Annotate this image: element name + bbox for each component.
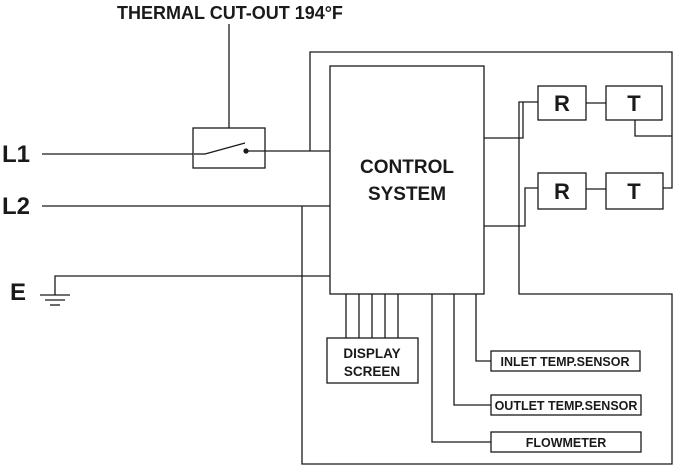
upper-thermostat-label: T xyxy=(627,91,641,116)
thermal-cutout-switch xyxy=(192,127,266,169)
upper-relay-box xyxy=(537,85,587,121)
display-screen-label-line1: DISPLAY xyxy=(343,346,400,361)
outlet-sensor-wire xyxy=(453,294,491,406)
display-bus-wires xyxy=(345,294,399,338)
outlet-temp-sensor-label: OUTLET TEMP.SENSOR xyxy=(495,399,638,413)
control-system-label-line1: CONTROL xyxy=(360,157,454,178)
upper-thermostat-box xyxy=(605,85,663,121)
control-to-upper-relay-wire xyxy=(484,102,524,139)
outer-bottom-loop-wire xyxy=(301,101,673,465)
lower-relay-box xyxy=(537,172,587,210)
lower-thermostat-box xyxy=(605,172,664,210)
outlet-temp-sensor-box xyxy=(490,394,642,416)
inlet-temp-sensor-label: INLET TEMP.SENSOR xyxy=(501,355,630,369)
thermal-cutout-label: THERMAL CUT-OUT 194°F xyxy=(117,3,343,23)
upper-thermostat-wire xyxy=(634,120,672,137)
flowmeter-wire xyxy=(431,294,491,443)
display-screen-label-line2: SCREEN xyxy=(344,364,400,379)
lower-thermostat-label: T xyxy=(627,179,641,204)
inlet-temp-sensor-box xyxy=(490,350,641,372)
control-system-label-line2: SYSTEM xyxy=(368,184,446,205)
earth-ground-icon xyxy=(40,275,330,306)
outer-top-loop-wire xyxy=(309,51,673,189)
terminal-l2-label: L2 xyxy=(2,193,30,220)
upper-relay-label: R xyxy=(554,91,570,116)
terminal-earth-label: E xyxy=(10,279,26,306)
flowmeter-label: FLOWMETER xyxy=(526,436,607,450)
lower-relay-label: R xyxy=(554,179,570,204)
control-to-lower-relay-wire xyxy=(484,187,538,227)
display-screen-box xyxy=(326,337,419,384)
flowmeter-box xyxy=(490,431,642,453)
control-system-block xyxy=(329,65,485,295)
inlet-sensor-wire xyxy=(475,294,491,362)
terminal-l1-label: L1 xyxy=(2,141,30,168)
